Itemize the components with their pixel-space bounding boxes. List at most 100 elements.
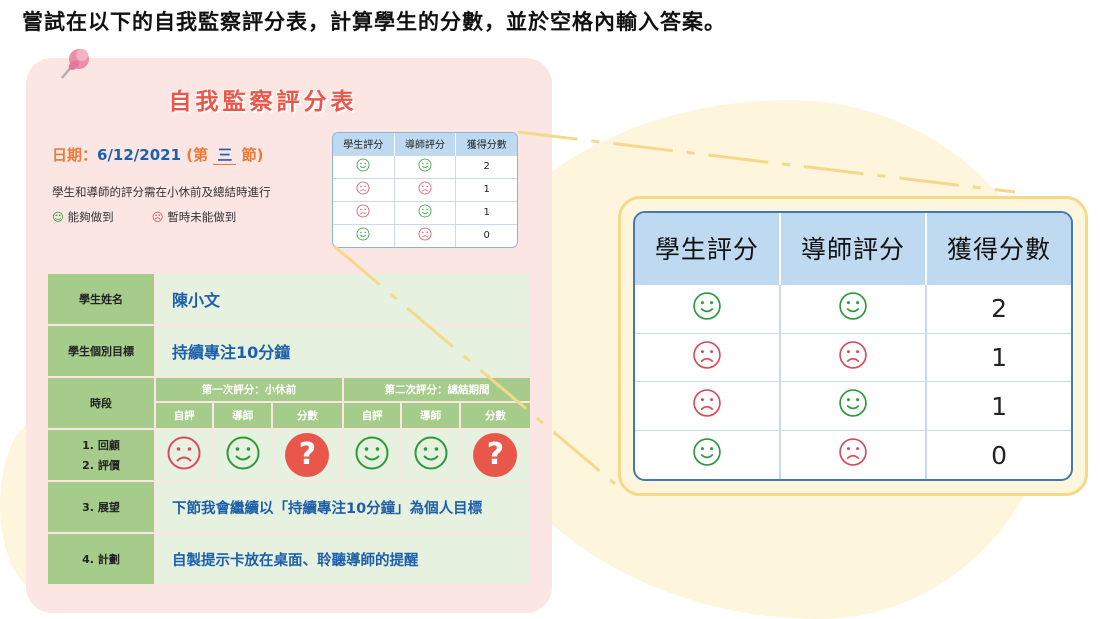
self-eval-label-1: 自評: [156, 402, 213, 428]
first-score-answer[interactable]: ?: [272, 430, 342, 480]
zoom-student-rating: [635, 430, 781, 479]
zoom-row: 1: [635, 332, 1071, 382]
mini-teacher-rating: [394, 223, 457, 247]
name-value: 陳小文: [156, 274, 530, 324]
sad-face-icon: [167, 436, 201, 470]
mini-header-student: 學生評分: [333, 133, 395, 155]
mini-row: 1: [333, 177, 517, 201]
zoom-teacher-rating: [779, 430, 928, 479]
zoom-header-student: 學生評分: [635, 213, 781, 285]
first-eval-header: 第一次評分：小休前: [156, 378, 342, 401]
zoom-teacher-rating: [779, 283, 928, 334]
sad-face-icon: [839, 340, 867, 369]
mini-score: 2: [455, 154, 517, 178]
zoom-student-rating: [635, 332, 781, 382]
session-value: 三: [213, 146, 237, 165]
date-label: 日期：: [52, 146, 98, 164]
mini-score: 1: [455, 177, 517, 201]
date-value: 6/12/2021: [97, 146, 182, 164]
mini-score: 0: [455, 223, 517, 247]
mini-student-rating: [333, 223, 395, 247]
smiley-face-icon: [693, 438, 721, 466]
mini-teacher-rating: [394, 154, 457, 178]
mini-teacher-rating: [394, 177, 457, 201]
period-label: 時段: [48, 378, 154, 428]
second-self-rating: [343, 430, 401, 480]
smiley-face-icon: [226, 436, 260, 470]
zoom-header-score: 獲得分數: [926, 213, 1071, 285]
smiley-face-icon: [418, 204, 432, 218]
smiley-face-icon: [414, 436, 448, 470]
score-label-2: 分數: [460, 402, 530, 428]
zoom-row: 2: [635, 283, 1071, 334]
second-score-answer-button[interactable]: ?: [473, 433, 518, 477]
second-eval-header: 第二次評分：總結期間: [343, 378, 530, 401]
instruction-text: 嘗試在以下的自我監察評分表，計算學生的分數，並於空格內輸入答案。: [22, 10, 726, 34]
outlook-value: 下節我會繼續以「持續專注10分鐘」為個人目標: [156, 482, 530, 532]
smiley-face-icon: [839, 389, 867, 418]
review-label-line-2: 2. 評價: [82, 459, 120, 472]
mini-row: 1: [333, 200, 517, 224]
mini-header-score: 獲得分數: [455, 133, 517, 155]
zoom-student-rating: [635, 283, 781, 334]
zoom-header-teacher: 導師評分: [779, 213, 928, 285]
sad-face-icon: [693, 389, 721, 418]
evaluation-form: 學生姓名 陳小文 學生個別目標 持續專注10分鐘 時段 第一次評分：小休前 第二…: [46, 272, 532, 586]
sad-face-icon: [693, 340, 721, 369]
legend-cannot-label: 暫時未能做到: [167, 210, 237, 224]
mini-student-rating: [333, 200, 395, 224]
sad-face-icon: [839, 438, 867, 466]
legend-cannot: ☹ 暫時未能做到: [152, 209, 237, 225]
session-open: (第: [186, 146, 209, 164]
mini-row: 2: [333, 154, 517, 178]
mini-student-rating: [333, 177, 395, 201]
mini-score: 1: [455, 200, 517, 224]
plan-label: 4. 計劃: [48, 534, 154, 584]
review-label: 1. 回顧 2. 評價: [48, 430, 154, 480]
plan-value: 自製提示卡放在桌面、聆聽導師的提醒: [156, 534, 530, 584]
mini-teacher-rating: [394, 200, 457, 224]
teacher-eval-label-1: 導師: [214, 402, 271, 428]
review-label-line-1: 1. 回顧: [82, 439, 120, 452]
smiley-face-icon: [693, 291, 721, 320]
sad-face-icon: [356, 204, 370, 218]
smiley-face-icon: [839, 291, 867, 320]
score-label-1: 分數: [272, 402, 342, 428]
goal-value: 持續專注10分鐘: [156, 326, 530, 376]
zoom-teacher-rating: [779, 381, 928, 431]
date-line: 日期：6/12/2021 (第 三 節): [52, 144, 263, 165]
smiley-face-icon: [356, 158, 370, 172]
mini-row: 0: [333, 223, 517, 247]
sad-face-icon: [356, 181, 370, 195]
second-score-answer[interactable]: ?: [460, 430, 530, 480]
session-close: 節): [241, 146, 264, 164]
name-label: 學生姓名: [48, 274, 154, 324]
instruction-note: 學生和導師的評分需在小休前及總結時進行: [52, 185, 271, 199]
teacher-eval-label-2: 導師: [402, 402, 459, 428]
zoom-teacher-rating: [779, 332, 928, 382]
first-self-rating: [156, 430, 213, 480]
zoom-score: 2: [926, 283, 1071, 334]
self-eval-label-2: 自評: [343, 402, 401, 428]
outlook-label: 3. 展望: [48, 482, 154, 532]
card-title: 自我監察評分表: [168, 89, 358, 115]
smiley-face-icon: [418, 158, 432, 172]
mini-header-teacher: 導師評分: [394, 133, 457, 155]
smiley-face-icon: ☺: [52, 210, 64, 224]
first-teacher-rating: [214, 430, 271, 480]
sad-face-icon: [418, 227, 432, 241]
zoom-row: 0: [635, 430, 1071, 479]
smiley-face-icon: [355, 436, 389, 470]
zoom-row: 1: [635, 381, 1071, 431]
second-teacher-rating: [402, 430, 459, 480]
first-score-answer-button[interactable]: ?: [285, 433, 330, 477]
sad-face-icon: ☹: [151, 210, 164, 224]
zoom-score: 1: [926, 332, 1071, 382]
smiley-face-icon: [356, 227, 370, 241]
goal-label: 學生個別目標: [48, 326, 154, 376]
